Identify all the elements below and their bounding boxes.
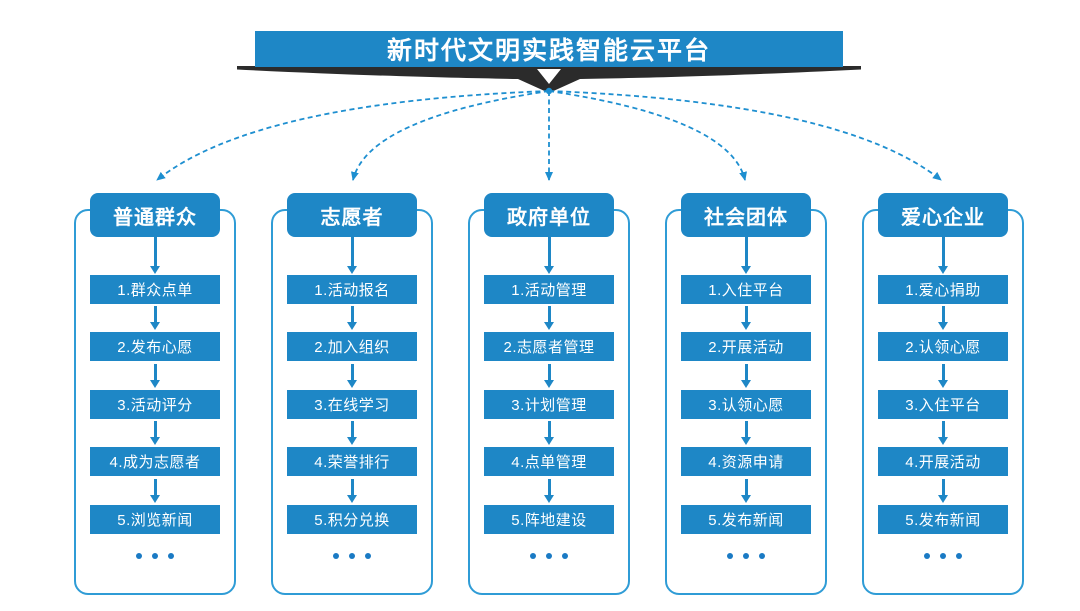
ellipsis-dots-icon bbox=[861, 548, 1025, 564]
column-government-units: 政府单位 1.活动管理 2.志愿者管理 3.计划管理 4.点单管理 5.阵地建设 bbox=[467, 188, 631, 603]
arrow-down-icon bbox=[270, 306, 434, 330]
arrow-down-icon bbox=[664, 364, 828, 388]
arrow-down-icon bbox=[73, 364, 237, 388]
step-box: 2.认领心愿 bbox=[878, 332, 1008, 361]
connector-to-column-4 bbox=[548, 90, 747, 181]
ellipsis-dots-icon bbox=[467, 548, 631, 564]
column-volunteers: 志愿者 1.活动报名 2.加入组织 3.在线学习 4.荣誉排行 5.积分兑换 bbox=[270, 188, 434, 603]
step-box: 1.活动报名 bbox=[287, 275, 417, 304]
column-header: 政府单位 bbox=[484, 193, 614, 237]
step-box: 1.入住平台 bbox=[681, 275, 811, 304]
step-box: 3.计划管理 bbox=[484, 390, 614, 419]
column-general-public: 普通群众 1.群众点单 2.发布心愿 3.活动评分 4.成为志愿者 5.浏览新闻 bbox=[73, 188, 237, 603]
column-header: 志愿者 bbox=[287, 193, 417, 237]
arrow-down-icon bbox=[861, 306, 1025, 330]
column-header: 爱心企业 bbox=[878, 193, 1008, 237]
arrow-down-icon bbox=[270, 479, 434, 503]
arrow-down-icon bbox=[861, 479, 1025, 503]
step-box: 3.认领心愿 bbox=[681, 390, 811, 419]
ellipsis-dots-icon bbox=[664, 548, 828, 564]
arrow-down-icon bbox=[270, 421, 434, 445]
arrow-down-icon bbox=[861, 237, 1025, 274]
connector-to-column-5 bbox=[548, 90, 942, 181]
arrow-down-icon bbox=[73, 479, 237, 503]
step-box: 4.资源申请 bbox=[681, 447, 811, 476]
arrow-down-icon bbox=[664, 421, 828, 445]
step-box: 2.加入组织 bbox=[287, 332, 417, 361]
step-box: 4.成为志愿者 bbox=[90, 447, 220, 476]
banner-ribbon bbox=[237, 66, 861, 93]
arrow-down-icon bbox=[467, 479, 631, 503]
arrow-down-icon bbox=[861, 421, 1025, 445]
column-social-organizations: 社会团体 1.入住平台 2.开展活动 3.认领心愿 4.资源申请 5.发布新闻 bbox=[664, 188, 828, 603]
connector-to-column-1 bbox=[156, 90, 550, 181]
step-box: 2.开展活动 bbox=[681, 332, 811, 361]
ellipsis-dots-icon bbox=[73, 548, 237, 564]
column-header: 普通群众 bbox=[90, 193, 220, 237]
platform-title-banner: 新时代文明实践智能云平台 bbox=[255, 31, 843, 67]
step-box: 5.发布新闻 bbox=[681, 505, 811, 534]
arrow-down-icon bbox=[73, 237, 237, 274]
column-header: 社会团体 bbox=[681, 193, 811, 237]
step-box: 2.发布心愿 bbox=[90, 332, 220, 361]
step-box: 1.群众点单 bbox=[90, 275, 220, 304]
arrow-down-icon bbox=[467, 237, 631, 274]
arrow-down-icon bbox=[664, 479, 828, 503]
step-box: 5.积分兑换 bbox=[287, 505, 417, 534]
step-box: 5.浏览新闻 bbox=[90, 505, 220, 534]
white-down-triangle-icon bbox=[537, 69, 561, 84]
step-box: 5.发布新闻 bbox=[878, 505, 1008, 534]
arrow-down-icon bbox=[270, 237, 434, 274]
arrow-down-icon bbox=[861, 364, 1025, 388]
connector-to-column-2 bbox=[351, 90, 550, 181]
arrow-down-icon bbox=[73, 306, 237, 330]
arrow-down-icon bbox=[664, 306, 828, 330]
arrow-down-icon bbox=[467, 306, 631, 330]
step-box: 3.活动评分 bbox=[90, 390, 220, 419]
step-box: 2.志愿者管理 bbox=[484, 332, 614, 361]
arrow-down-icon bbox=[467, 364, 631, 388]
step-box: 4.点单管理 bbox=[484, 447, 614, 476]
ellipsis-dots-icon bbox=[270, 548, 434, 564]
arrow-down-icon bbox=[467, 421, 631, 445]
step-box: 1.爱心捐助 bbox=[878, 275, 1008, 304]
step-box: 1.活动管理 bbox=[484, 275, 614, 304]
step-box: 4.开展活动 bbox=[878, 447, 1008, 476]
arrow-down-icon bbox=[73, 421, 237, 445]
step-box: 4.荣誉排行 bbox=[287, 447, 417, 476]
step-box: 3.入住平台 bbox=[878, 390, 1008, 419]
arrow-down-icon bbox=[664, 237, 828, 274]
connector-origin-dot bbox=[545, 87, 553, 95]
step-box: 3.在线学习 bbox=[287, 390, 417, 419]
step-box: 5.阵地建设 bbox=[484, 505, 614, 534]
column-caring-enterprises: 爱心企业 1.爱心捐助 2.认领心愿 3.入住平台 4.开展活动 5.发布新闻 bbox=[861, 188, 1025, 603]
arrow-down-icon bbox=[270, 364, 434, 388]
